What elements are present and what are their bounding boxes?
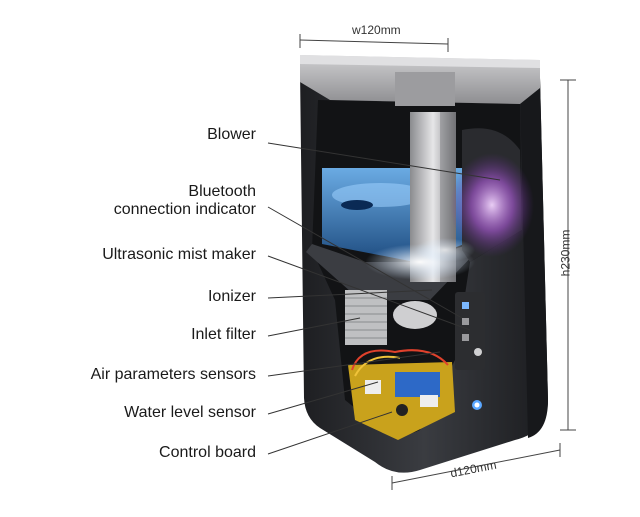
leader-lines	[267, 142, 501, 455]
label-water-sensor: Water level sensor	[124, 404, 256, 421]
dimension-lines	[299, 34, 576, 490]
label-blower: Blower	[207, 126, 256, 143]
label-control-board: Control board	[159, 444, 256, 461]
label-mist-maker: Ultrasonic mist maker	[102, 246, 256, 263]
device-side	[520, 78, 548, 438]
indicator-panel	[455, 292, 485, 370]
label-bluetooth-line1: Bluetooth	[188, 183, 256, 200]
inlet-filter-mesh	[345, 290, 387, 345]
dimension-height: h230mm	[558, 229, 573, 277]
label-air-sensors: Air parameters sensors	[90, 366, 256, 383]
dimension-width: w120mm	[352, 23, 401, 37]
label-inlet-filter: Inlet filter	[191, 326, 256, 343]
label-bluetooth-line2: connection indicator	[113, 201, 256, 218]
fan-disc	[393, 301, 437, 329]
label-ionizer: Ionizer	[207, 288, 256, 305]
uv-glow	[450, 153, 534, 257]
